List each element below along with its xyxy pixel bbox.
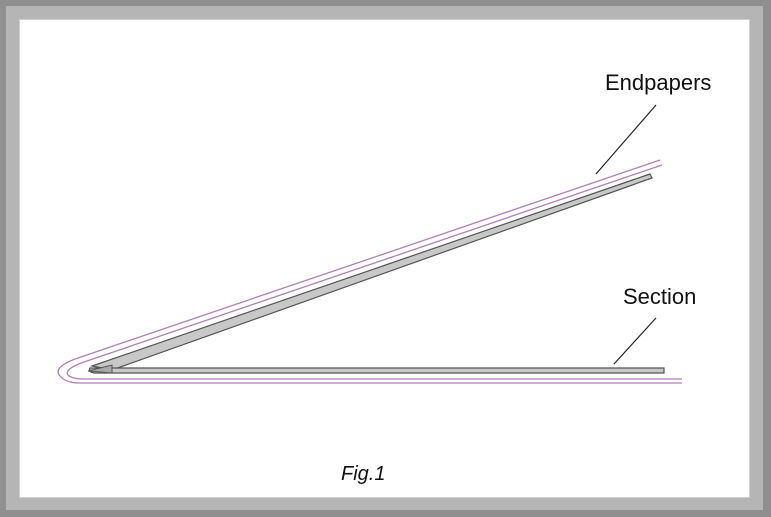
section-label: Section [623,284,697,309]
upper-leaf [89,173,653,371]
lower-leaf [88,367,665,374]
endpaper-fold [57,159,682,384]
upper-leaf-body [89,173,653,371]
lower-leaf-body [88,367,665,374]
figure-caption: Fig.1 [341,463,386,485]
spine-wedge [87,364,113,374]
endpaper-outer-line [57,159,682,384]
section-leader-line [613,317,657,365]
diagram-panel [19,19,750,498]
endpaper-inner-line [66,164,682,380]
endpapers-label: Endpapers [605,70,712,95]
endpapers-leader-line [595,104,657,175]
